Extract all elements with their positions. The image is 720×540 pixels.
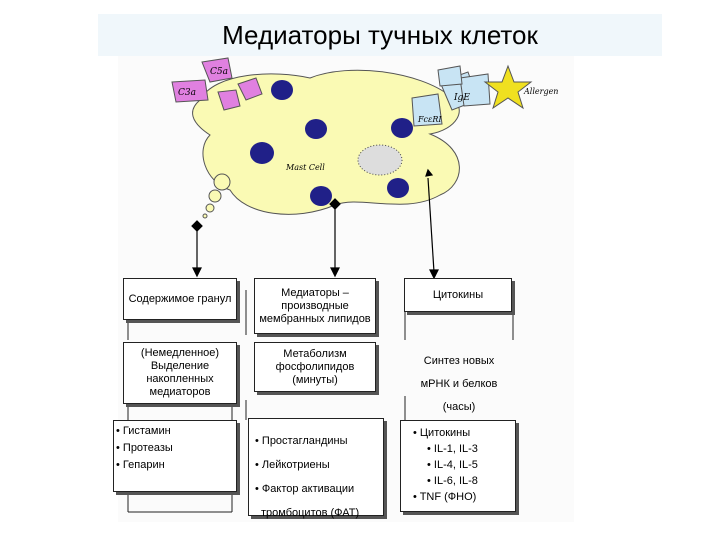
c3a-label: C3a xyxy=(178,88,196,98)
list-item: • Фактор активации xyxy=(255,483,355,495)
allergen-star xyxy=(483,64,533,110)
granule-content-box: Содержимое гранул xyxy=(123,278,237,320)
granule-dark xyxy=(387,178,409,198)
granule-dark xyxy=(391,118,413,138)
granule-dark xyxy=(310,186,332,206)
granule-dark xyxy=(305,119,327,139)
list-item: • Лейкотриены xyxy=(255,459,330,471)
synthesis-text: Синтез новых мРНК и белков (часы) xyxy=(405,350,513,419)
synthesis-line: Синтез новых xyxy=(423,355,495,367)
immediate-release-box: (Немедленное) Выделение накопленных меди… xyxy=(123,342,237,404)
slide-title: Медиаторы тучных клеток xyxy=(222,20,538,50)
mast-cell-label: Mast Cell xyxy=(285,163,325,172)
phospholipid-metabolism-label: Метаболизм фосфолипидов (минуты) xyxy=(275,347,355,386)
phospholipid-metabolism-box: Метаболизм фосфолипидов (минуты) xyxy=(254,342,376,392)
synthesis-line: (часы) xyxy=(442,401,476,413)
receptor-shape xyxy=(237,77,263,101)
fceri-label: FcεRI xyxy=(417,115,442,124)
granule-dark xyxy=(250,142,274,164)
ige-shape xyxy=(459,73,491,107)
list-item: • IL-6, IL-8 xyxy=(427,475,478,487)
lipid-mediators-box: Медиаторы – производные мембранных липид… xyxy=(254,278,376,334)
title-bar: Медиаторы тучных клеток xyxy=(98,14,662,56)
granule-items-box: • Гистамин • Протеазы • Гепарин xyxy=(113,420,237,492)
c3a-shape xyxy=(171,79,209,103)
vesicle xyxy=(202,213,208,219)
c5a-shape xyxy=(201,57,233,83)
lipid-mediators-label: Медиаторы – производные мембранных липид… xyxy=(259,286,371,325)
list-item: • IL-4, IL-5 xyxy=(427,459,478,471)
list-item: тромбоцитов (ФАТ) xyxy=(261,507,360,519)
ige-label: IgE xyxy=(453,93,470,103)
lipid-items-box: • Простагландины • Лейкотриены • Фактор … xyxy=(248,418,384,519)
vesicle xyxy=(213,173,231,191)
arrow-granules xyxy=(191,220,203,278)
vesicle xyxy=(205,203,215,213)
fceri-shape xyxy=(411,93,443,127)
allergen-label: Allergen xyxy=(523,87,558,96)
cytokines-box: Цитокины xyxy=(404,278,512,312)
arrow-lipids xyxy=(329,198,341,278)
list-item: • Протеазы xyxy=(116,442,173,454)
arrow-cytokines xyxy=(425,168,439,280)
cytokines-label: Цитокины xyxy=(432,288,484,301)
granule-content-label: Содержимое гранул xyxy=(128,292,232,305)
mast-cell-body xyxy=(192,69,460,215)
vesicle xyxy=(208,189,222,203)
nucleus xyxy=(357,144,403,176)
list-item: • TNF (ФНО) xyxy=(413,491,477,503)
list-item: • Гистамин xyxy=(116,425,171,437)
list-item: • Простагландины xyxy=(255,435,348,447)
receptor-shape xyxy=(217,89,241,111)
granule-dark xyxy=(271,80,293,100)
c5a-label: C5a xyxy=(210,67,228,77)
immediate-release-label: (Немедленное) Выделение накопленных меди… xyxy=(140,347,220,398)
list-item: • Цитокины xyxy=(413,427,471,439)
synthesis-line: мРНК и белков xyxy=(420,378,498,390)
receptor-shape xyxy=(437,65,463,87)
list-item: • Гепарин xyxy=(116,459,165,471)
list-item: • IL-1, IL-3 xyxy=(427,443,478,455)
cytokine-items-box: • Цитокины • IL-1, IL-3 • IL-4, IL-5 • I… xyxy=(400,420,516,512)
